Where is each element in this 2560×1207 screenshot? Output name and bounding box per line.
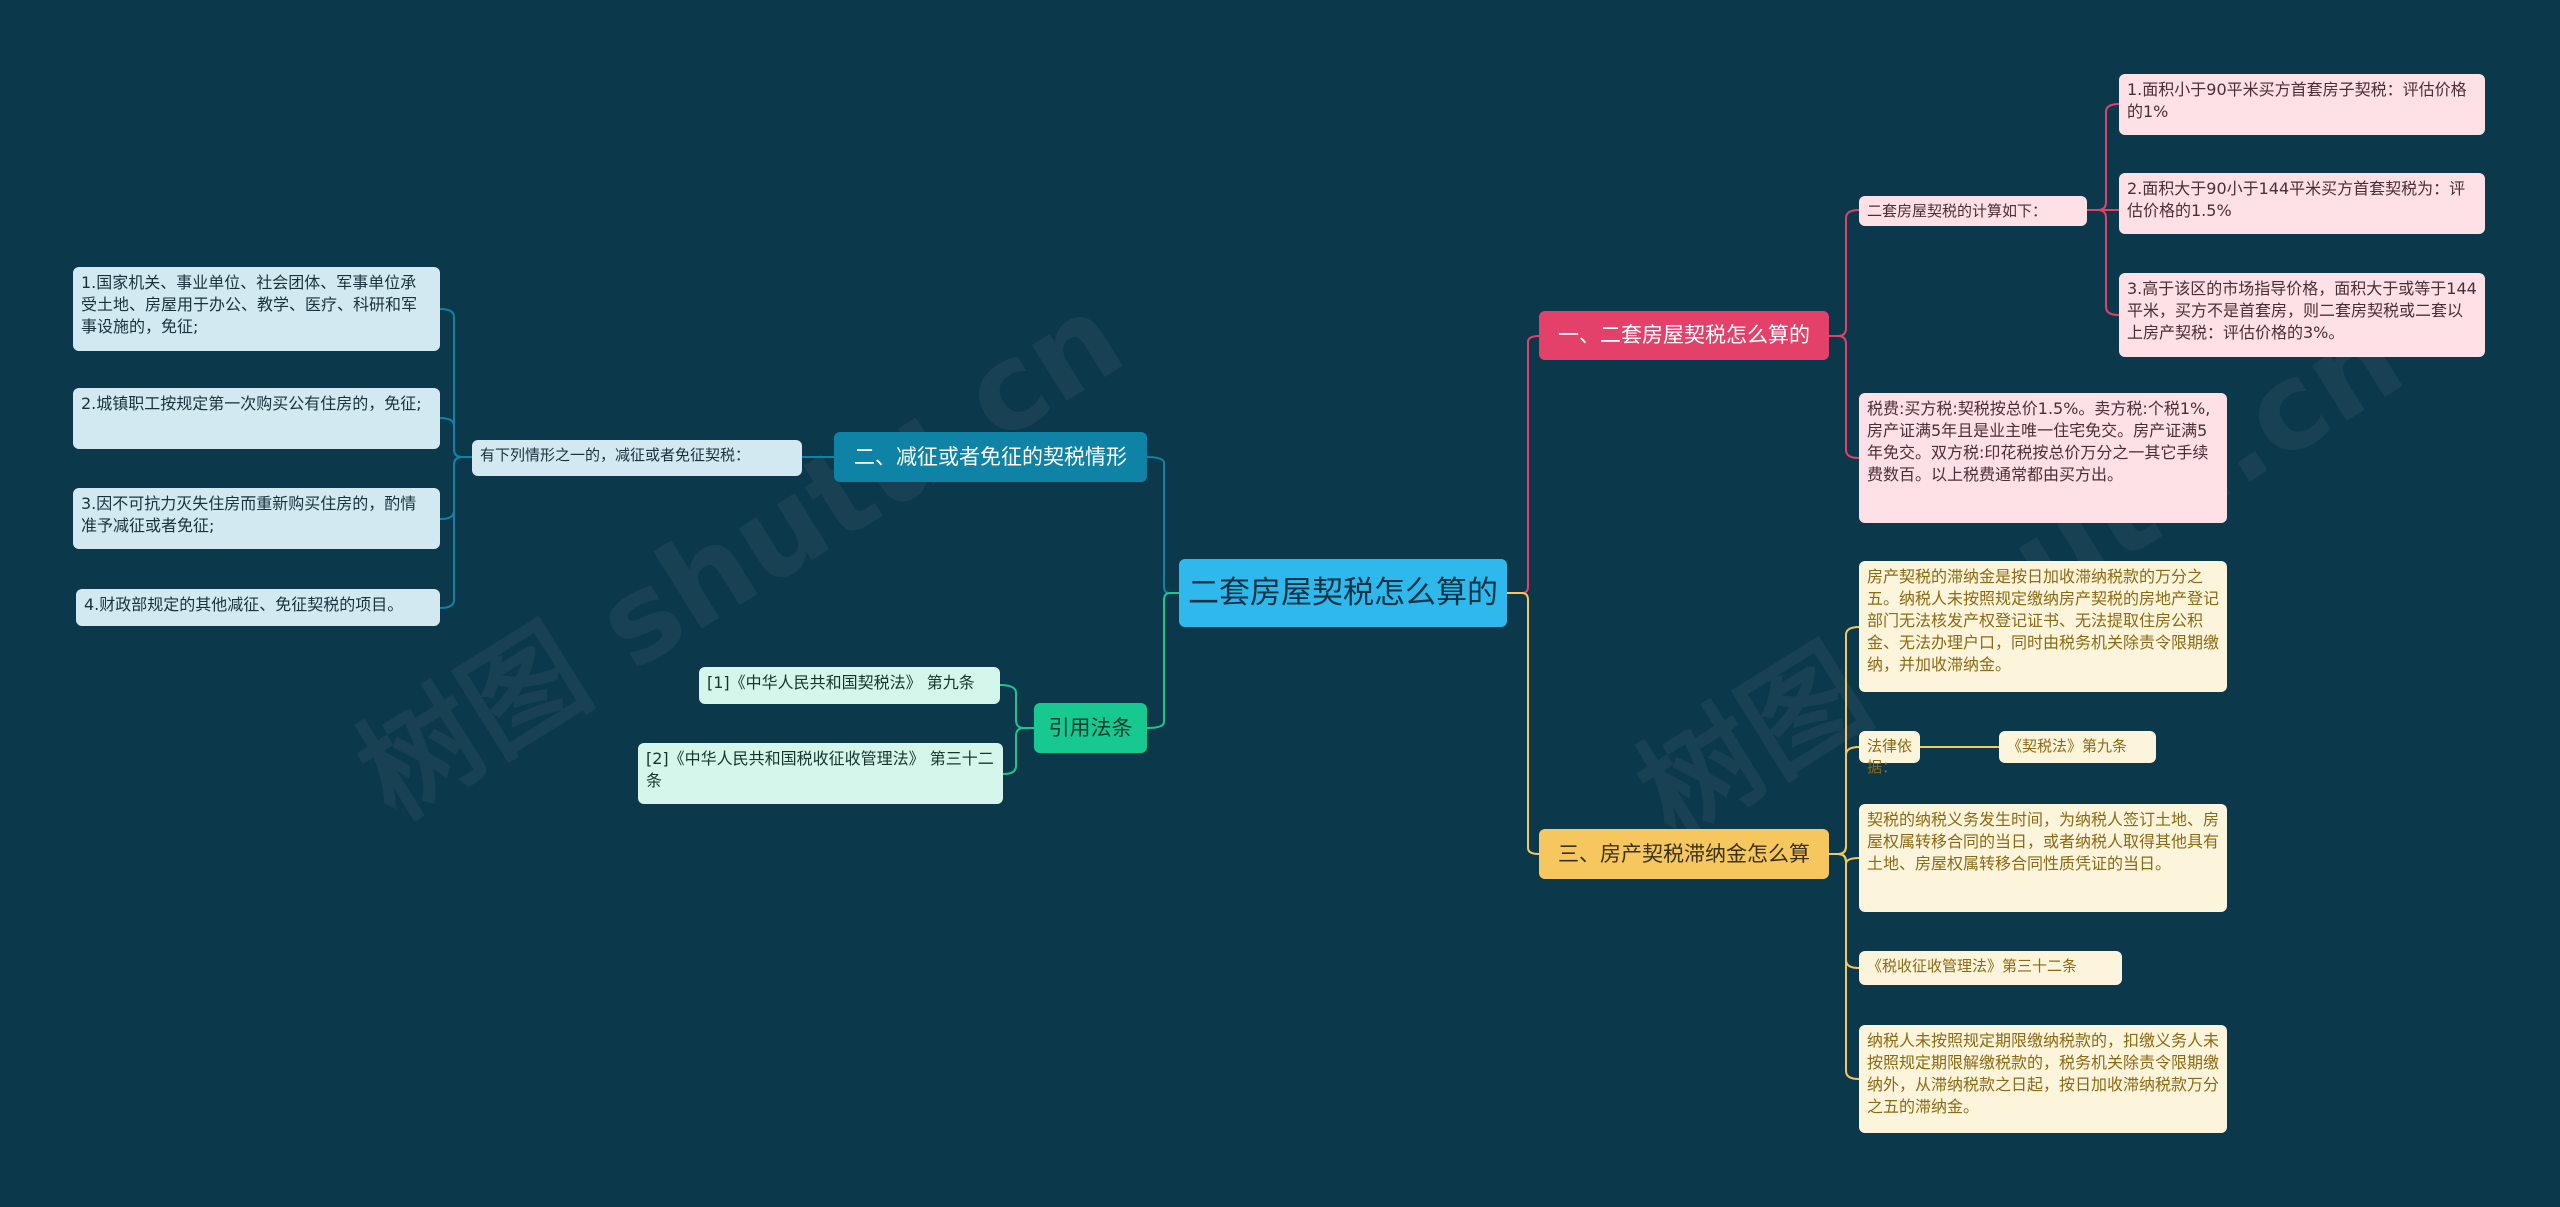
link-sub2-item3 [439, 456, 472, 520]
branch-topic-second-home-tax[interactable]: 一、二套房屋契税怎么算的 [1539, 311, 1829, 360]
link-sub2-item4 [439, 456, 472, 609]
link-b1-sub [1829, 209, 1860, 337]
leaf-late-fee-rule[interactable]: 房产契税的滞纳金是按日加收滞纳税款的万分之五。纳税人未按照规定缴纳房产契税的房地… [1859, 561, 2227, 692]
link-b3-item1 [1829, 626, 1860, 855]
leaf-law-label[interactable]: 法律依据： [1859, 731, 1920, 776]
link-b4-item1 [999, 684, 1034, 729]
link-b3-item3 [1829, 853, 1860, 969]
leaf-exemption-4[interactable]: 4.财政部规定的其他减征、免征契税的项目。 [76, 589, 440, 626]
leaf-late-payment[interactable]: 纳税人未按照规定期限缴纳税款的，扣缴义务人未按照规定期限解缴税款的，税务机关除责… [1859, 1025, 2227, 1133]
sub-topic-exemption[interactable]: 有下列情形之一的，减征或者免征契税： [472, 440, 802, 476]
sub-topic-calc[interactable]: 二套房屋契税的计算如下： [1859, 196, 2087, 226]
link-root-b4 [1146, 592, 1179, 729]
branch-topic-exemption[interactable]: 二、减征或者免征的契税情形 [834, 432, 1147, 482]
leaf-exemption-2[interactable]: 2.城镇职工按规定第一次购买公有住房的，免征; [73, 388, 440, 449]
link-sub2-item1 [439, 308, 472, 458]
leaf-citation-2[interactable]: [2]《中华人民共和国税收征收管理法》 第三十二条 [638, 743, 1003, 804]
branch-topic-late-fee[interactable]: 三、房产契税滞纳金怎么算 [1539, 829, 1829, 879]
link-b3-law [1829, 746, 1860, 855]
leaf-tax-obligation-time[interactable]: 契税的纳税义务发生时间，为纳税人签订土地、房屋权属转移合同的当日，或者纳税人取得… [1859, 804, 2227, 912]
branch-topic-citations[interactable]: 引用法条 [1034, 703, 1147, 753]
leaf-exemption-1[interactable]: 1.国家机关、事业单位、社会团体、军事单位承受土地、房屋用于办公、教学、医疗、科… [73, 267, 440, 351]
link-sub-item1 [2087, 103, 2120, 211]
leaf-item-1[interactable]: 1.面积小于90平米买方首套房子契税：评估价格的1% [2119, 74, 2485, 135]
link-b3-item4 [1829, 853, 1860, 1080]
leaf-citation-1[interactable]: [1]《中华人民共和国契税法》 第九条 [699, 667, 1000, 704]
link-root-b1 [1507, 335, 1540, 594]
leaf-item-2[interactable]: 2.面积大于90小于144平米买方首套契税为：评估价格的1.5% [2119, 173, 2485, 234]
leaf-collection-law[interactable]: 《税收征收管理法》第三十二条 [1859, 951, 2122, 985]
link-sub2-item2 [439, 417, 472, 458]
root-topic[interactable]: 二套房屋契税怎么算的 [1179, 559, 1507, 627]
link-b1-fees [1829, 335, 1860, 459]
leaf-exemption-3[interactable]: 3.因不可抗力灭失住房而重新购买住房的，酌情准予减征或者免征; [73, 488, 440, 549]
link-root-b2 [1146, 456, 1179, 594]
link-sub-item3 [2087, 209, 2120, 316]
leaf-fees[interactable]: 税费:买方税:契税按总价1.5%。卖方税:个税1%,房产证满5年且是业主唯一住宅… [1859, 393, 2227, 523]
link-b4-item2 [1002, 727, 1034, 775]
link-root-b3 [1507, 592, 1540, 855]
leaf-item-3[interactable]: 3.高于该区的市场指导价格，面积大于或等于144平米，买方不是首套房，则二套房契… [2119, 273, 2485, 357]
leaf-law-value[interactable]: 《契税法》第九条 [1999, 731, 2156, 763]
